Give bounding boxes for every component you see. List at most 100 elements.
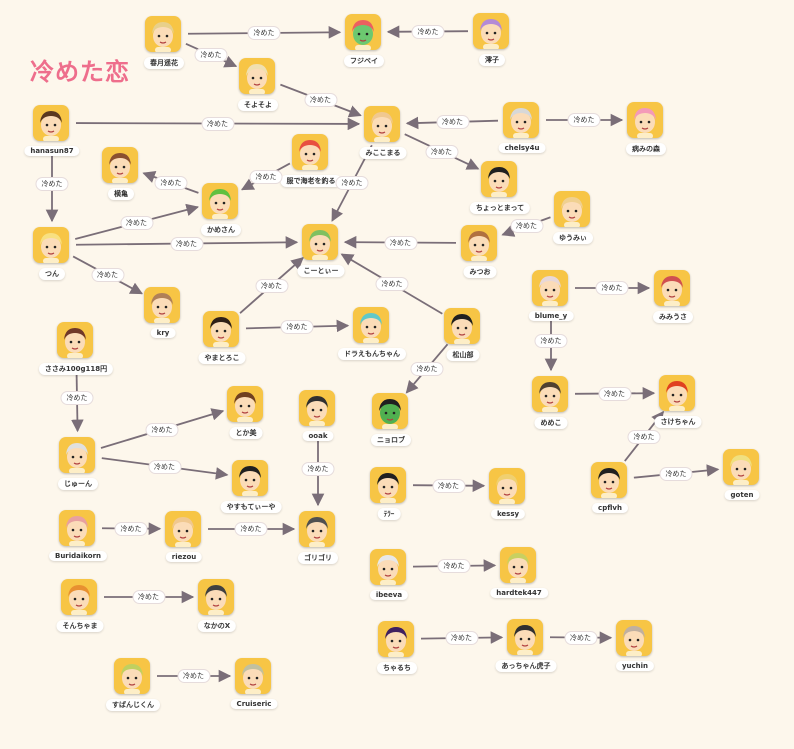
avatar-icon[interactable] [627, 102, 663, 138]
node-nyorobu[interactable]: ニョロブ [351, 393, 431, 463]
avatar-icon[interactable] [235, 658, 271, 694]
avatar-icon[interactable] [198, 579, 234, 615]
node-yuchin[interactable]: yuchin [595, 620, 675, 690]
avatar-icon[interactable] [503, 102, 539, 138]
node-hanasun[interactable]: hanasun87 [12, 105, 92, 175]
avatar-icon[interactable] [203, 311, 239, 347]
avatar-icon[interactable] [144, 287, 180, 323]
avatar-icon[interactable] [239, 58, 275, 94]
node-reiko[interactable]: 澪子 [452, 13, 532, 83]
node-buri[interactable]: Buridaikorn [38, 510, 118, 580]
avatar-icon[interactable] [353, 307, 389, 343]
node-chotto[interactable]: ちょっとまって [460, 161, 540, 231]
node-haruhana[interactable]: 春月遥花 [124, 16, 204, 86]
avatar-icon[interactable] [507, 619, 543, 655]
node-meme[interactable]: めめこ [511, 376, 591, 446]
node-label: riezou [165, 552, 203, 562]
avatar-icon[interactable] [33, 227, 69, 263]
avatar-icon[interactable] [481, 161, 517, 197]
node-hardtek[interactable]: hardtek447 [479, 547, 559, 617]
avatar-icon[interactable] [59, 437, 95, 473]
avatar-icon[interactable] [292, 134, 328, 170]
node-tsun[interactable]: つん [12, 227, 92, 297]
avatar-icon[interactable] [370, 549, 406, 585]
node-riezou[interactable]: riezou [144, 511, 224, 581]
avatar-icon[interactable] [299, 511, 335, 547]
node-tera[interactable]: ﾃﾗｰ [349, 467, 429, 537]
avatar-icon[interactable] [302, 224, 338, 260]
node-byoumi[interactable]: 病みの森 [606, 102, 686, 172]
avatar-icon[interactable] [654, 270, 690, 306]
avatar-icon[interactable] [370, 467, 406, 503]
avatar-icon[interactable] [364, 106, 400, 142]
node-chelsy[interactable]: chelsy4u [482, 102, 562, 172]
edge-label: 冷めた [445, 631, 478, 645]
node-kaisen[interactable]: 服で海老を釣る [271, 134, 351, 204]
node-nakanox[interactable]: なかのX [177, 579, 257, 649]
node-blume[interactable]: blume_y [511, 270, 591, 340]
node-cpflvh[interactable]: cpflvh [570, 462, 650, 532]
avatar-icon[interactable] [489, 468, 525, 504]
node-jyun[interactable]: じゅーん [38, 437, 118, 507]
avatar-icon[interactable] [33, 105, 69, 141]
node-goten[interactable]: goten [702, 449, 782, 519]
node-mitsuo[interactable]: みつお [440, 225, 520, 295]
avatar-icon[interactable] [500, 547, 536, 583]
node-gorigori[interactable]: ゴリゴリ [278, 511, 358, 581]
node-ibeeva[interactable]: ibeeva [349, 549, 429, 619]
node-soyosoyo[interactable]: そよそよ [218, 58, 298, 128]
edge-label: 冷めた [247, 26, 281, 40]
node-doraemon[interactable]: ドラえもんちゃん [332, 307, 412, 377]
node-ooak[interactable]: ooak [278, 390, 358, 460]
node-mikoko[interactable]: みここまる [343, 106, 423, 176]
avatar-icon[interactable] [532, 376, 568, 412]
node-yasumo[interactable]: やすもてぃーや [211, 460, 291, 530]
node-kamesan[interactable]: かめさん [181, 183, 261, 253]
node-kessy[interactable]: kessy [468, 468, 548, 538]
avatar-icon[interactable] [102, 147, 138, 183]
node-charuchi[interactable]: ちゃるち [357, 621, 437, 691]
avatar-icon[interactable] [299, 390, 335, 426]
node-yuumi[interactable]: ゆうみぃ [533, 191, 613, 261]
node-label: かめさん [201, 224, 241, 236]
avatar-icon[interactable] [59, 510, 95, 546]
node-mimisa[interactable]: みみうさ [633, 270, 713, 340]
node-label: blume_y [528, 311, 574, 321]
node-sonchama[interactable]: そんちゃま [40, 579, 120, 649]
node-matsuyama[interactable]: 松山部 [423, 308, 503, 378]
avatar-icon[interactable] [378, 621, 414, 657]
avatar-icon[interactable] [554, 191, 590, 227]
avatar-icon[interactable] [372, 393, 408, 429]
avatar-icon[interactable] [114, 658, 150, 694]
avatar-icon[interactable] [616, 620, 652, 656]
avatar-icon[interactable] [444, 308, 480, 344]
avatar-icon[interactable] [345, 14, 381, 50]
avatar-icon[interactable] [659, 375, 695, 411]
node-sakechan[interactable]: さけちゃん [638, 375, 718, 445]
avatar-icon[interactable] [57, 322, 93, 358]
avatar-icon[interactable] [232, 460, 268, 496]
node-sasami[interactable]: ささみ100g118円 [36, 322, 116, 392]
avatar-icon[interactable] [473, 13, 509, 49]
node-tokami[interactable]: とか美 [206, 386, 286, 456]
node-label: ﾃﾗｰ [377, 508, 401, 520]
node-yamato[interactable]: やまとろこ [182, 311, 262, 381]
avatar-icon[interactable] [145, 16, 181, 52]
node-subaru[interactable]: すばんじくん [93, 658, 173, 728]
avatar-icon[interactable] [61, 579, 97, 615]
avatar-icon[interactable] [591, 462, 627, 498]
node-kry[interactable]: kry [123, 287, 203, 357]
avatar-icon[interactable] [461, 225, 497, 261]
node-yokohama[interactable]: 横亀 [81, 147, 161, 217]
edge-label: 冷めた [567, 113, 601, 127]
avatar-icon[interactable] [532, 270, 568, 306]
node-cruiseric[interactable]: Cruiseric [214, 658, 294, 728]
edge-label: 冷めた [280, 320, 314, 334]
avatar-icon[interactable] [202, 183, 238, 219]
avatar-icon[interactable] [165, 511, 201, 547]
node-akko[interactable]: あっちゃん虎子 [486, 619, 566, 689]
avatar-icon[interactable] [227, 386, 263, 422]
avatar-icon[interactable] [723, 449, 759, 485]
node-koo[interactable]: こーとぃー [281, 224, 361, 294]
node-fujibei[interactable]: フジベイ [324, 14, 404, 84]
